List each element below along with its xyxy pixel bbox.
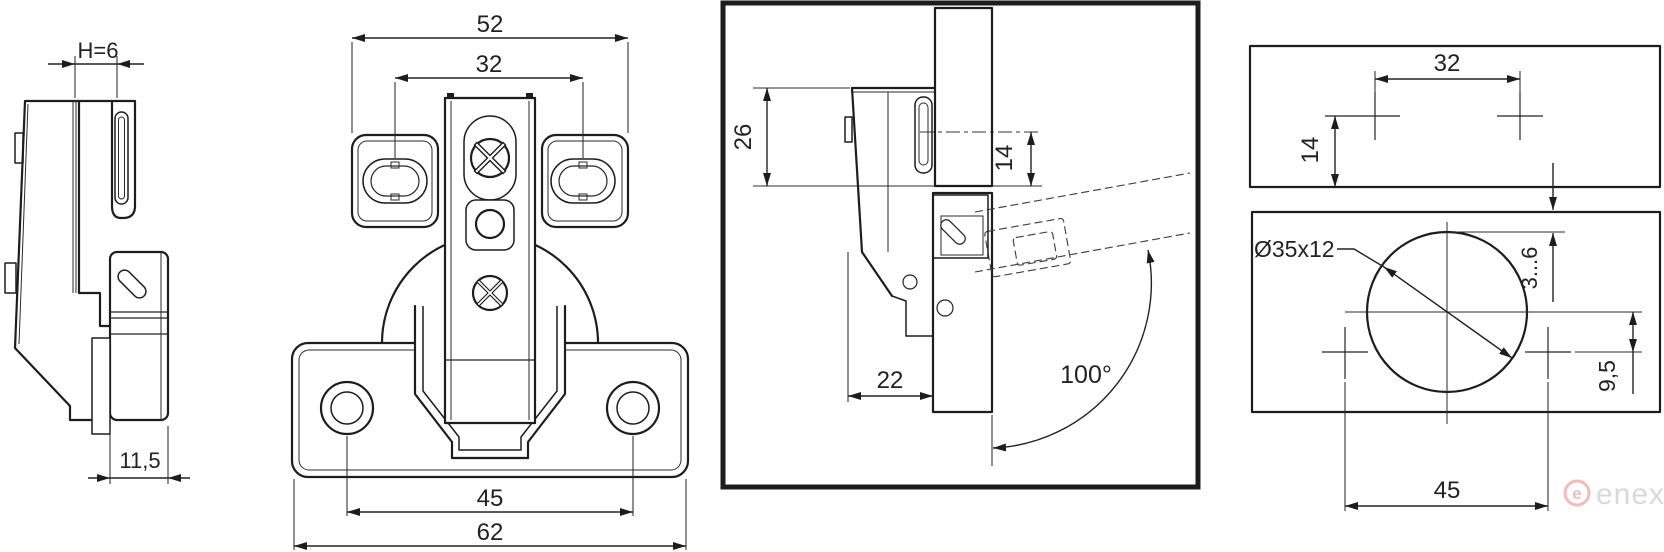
dim-cup-label: Ø35x12: [1254, 236, 1335, 262]
front-hole-left: [319, 380, 375, 436]
side-tab-lower: [4, 262, 17, 294]
dim-plate-height-label: 26: [730, 124, 757, 151]
dim-slot-spacing-label: 32: [476, 51, 503, 78]
front-slot-right: [550, 158, 616, 204]
mounted-view-frame: [720, 0, 1201, 490]
dim-h-label: H=6: [78, 38, 119, 63]
front-hole-right: [605, 380, 661, 436]
dim-base-width-label: 62: [477, 519, 504, 546]
enex-logo-icon: [1563, 479, 1591, 507]
dim-depth-label: 11,5: [119, 448, 160, 473]
front-cup-frame: [413, 304, 567, 460]
mounted-door-open-face2: [974, 232, 1191, 273]
dim-overlay-label: 14: [991, 145, 1018, 172]
side-tab-upper: [14, 132, 24, 164]
front-pin-hole: [474, 208, 506, 240]
dim-edge-offset-label: 14: [1297, 137, 1324, 164]
mounted-angle-arc: [992, 249, 1155, 452]
dim-width-label: 52: [477, 11, 504, 38]
mounted-plate-slot: [914, 96, 933, 174]
drill-panel-rect: [1248, 44, 1662, 189]
dim-screw-offset-label: 9,5: [1594, 360, 1620, 392]
mounted-door-open-face1: [974, 172, 1191, 213]
dim-reveal-label: 3...6: [1517, 247, 1542, 290]
dim-opening-angle-label: 100°: [1060, 361, 1112, 389]
mounted-side-panel: [933, 6, 994, 188]
drill-door-rect: [1250, 210, 1662, 414]
drilling-template-view: 32 14 Ø35x12 3...6 9,5 45: [1248, 44, 1662, 511]
dim-hole-spacing-label: 45: [477, 485, 504, 512]
side-mounting-plate: [108, 250, 170, 422]
dim-protrusion-label: 22: [877, 367, 904, 394]
mounted-cup: [932, 194, 989, 259]
side-cup-base: [91, 337, 111, 435]
front-view: 52 32 45 62: [290, 11, 690, 550]
dim-system-holes-label: 32: [1434, 50, 1461, 77]
side-euro-slot: [117, 269, 147, 299]
watermark-brand-text: enex: [1596, 478, 1664, 511]
side-view: H=6 11,5: [4, 38, 190, 484]
front-slot-left: [362, 158, 428, 204]
enex-watermark: e enex: [1563, 478, 1664, 511]
mounted-view: 100° 26 14 22: [720, 0, 1201, 490]
enex-logo-letter: e: [1572, 484, 1581, 503]
dim-screw-spacing-label: 45: [1434, 477, 1461, 504]
